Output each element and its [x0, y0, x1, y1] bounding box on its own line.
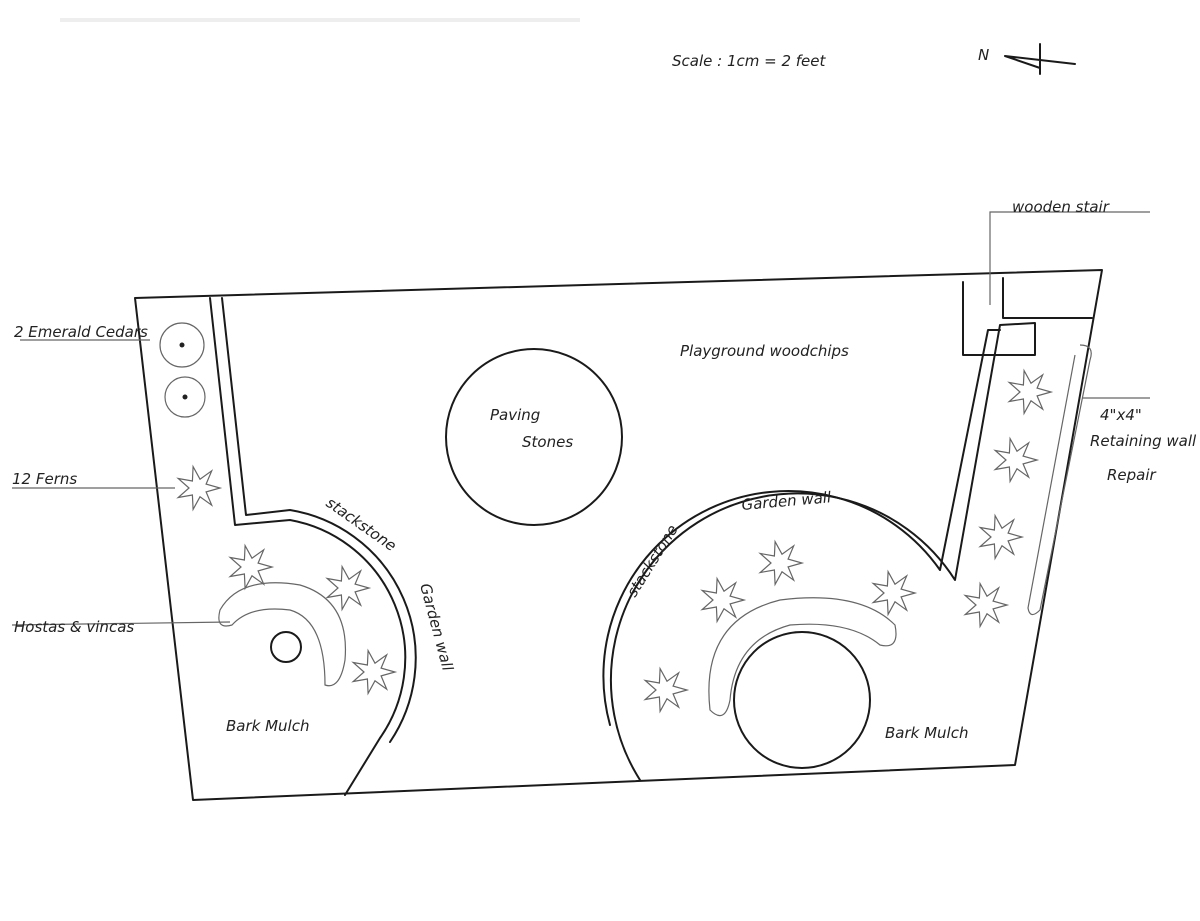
hostas-leader-line [11, 621, 231, 626]
retaining-label-wall: Retaining wall [1090, 432, 1197, 450]
cedar-icon [164, 376, 206, 418]
paving-label-2: Stones [522, 433, 573, 451]
playground-label: Playground woodchips [680, 342, 849, 360]
wooden-stair-label: wooden stair [1012, 198, 1110, 216]
cedar-icon [159, 322, 205, 368]
yard-boundary [134, 269, 1103, 801]
hostas-label: Hostas & vincas [14, 618, 134, 636]
paving-stones-circle [445, 348, 623, 526]
fern-icon [1007, 368, 1054, 416]
mulch-label-left: Bark Mulch [226, 717, 309, 735]
retaining-label-size: 4"x4" [1100, 406, 1142, 424]
fern-icon [325, 564, 372, 612]
retaining-label-repair: Repair [1107, 466, 1157, 484]
fern-icon [871, 569, 918, 617]
fern-icon [176, 464, 223, 512]
left-wall-label-2: Garden wall [416, 581, 457, 673]
left-bed-boundary [209, 297, 407, 796]
bleed-through-mark [60, 18, 580, 22]
cedars-label: 2 Emerald Cedars [14, 323, 148, 341]
small-circle-feature [270, 631, 302, 663]
wooden-stair [1002, 277, 1093, 319]
ferns-label: 12 Ferns [12, 470, 77, 488]
left-garden-wall [221, 297, 417, 743]
fern-icon [963, 581, 1010, 629]
mulch-label-right: Bark Mulch [885, 724, 968, 742]
hostas-bed-left [218, 582, 347, 687]
fern-icon [351, 648, 398, 696]
fern-icon [993, 436, 1040, 484]
hostas-bed-right [708, 597, 897, 717]
paving-label-1: Paving [490, 406, 540, 424]
fern-icon [228, 543, 275, 591]
right-wall-label-2: Garden wall [741, 488, 833, 514]
right-garden-wall [602, 329, 1001, 726]
fern-icon [643, 666, 690, 714]
fern-group [176, 368, 1054, 714]
north-label: N [978, 46, 989, 64]
right-wall-label-1: stackstone [623, 522, 681, 601]
right-bed-boundary [609, 281, 1036, 781]
fern-icon [978, 513, 1025, 561]
fern-icon [758, 539, 805, 587]
large-circle-feature [733, 631, 871, 769]
scale-label: Scale : 1cm = 2 feet [672, 52, 827, 70]
retaining-wall [1027, 344, 1092, 616]
fern-icon [700, 576, 747, 624]
north-arrow-icon: N [978, 43, 1076, 75]
stair-leader-line [989, 211, 1150, 305]
